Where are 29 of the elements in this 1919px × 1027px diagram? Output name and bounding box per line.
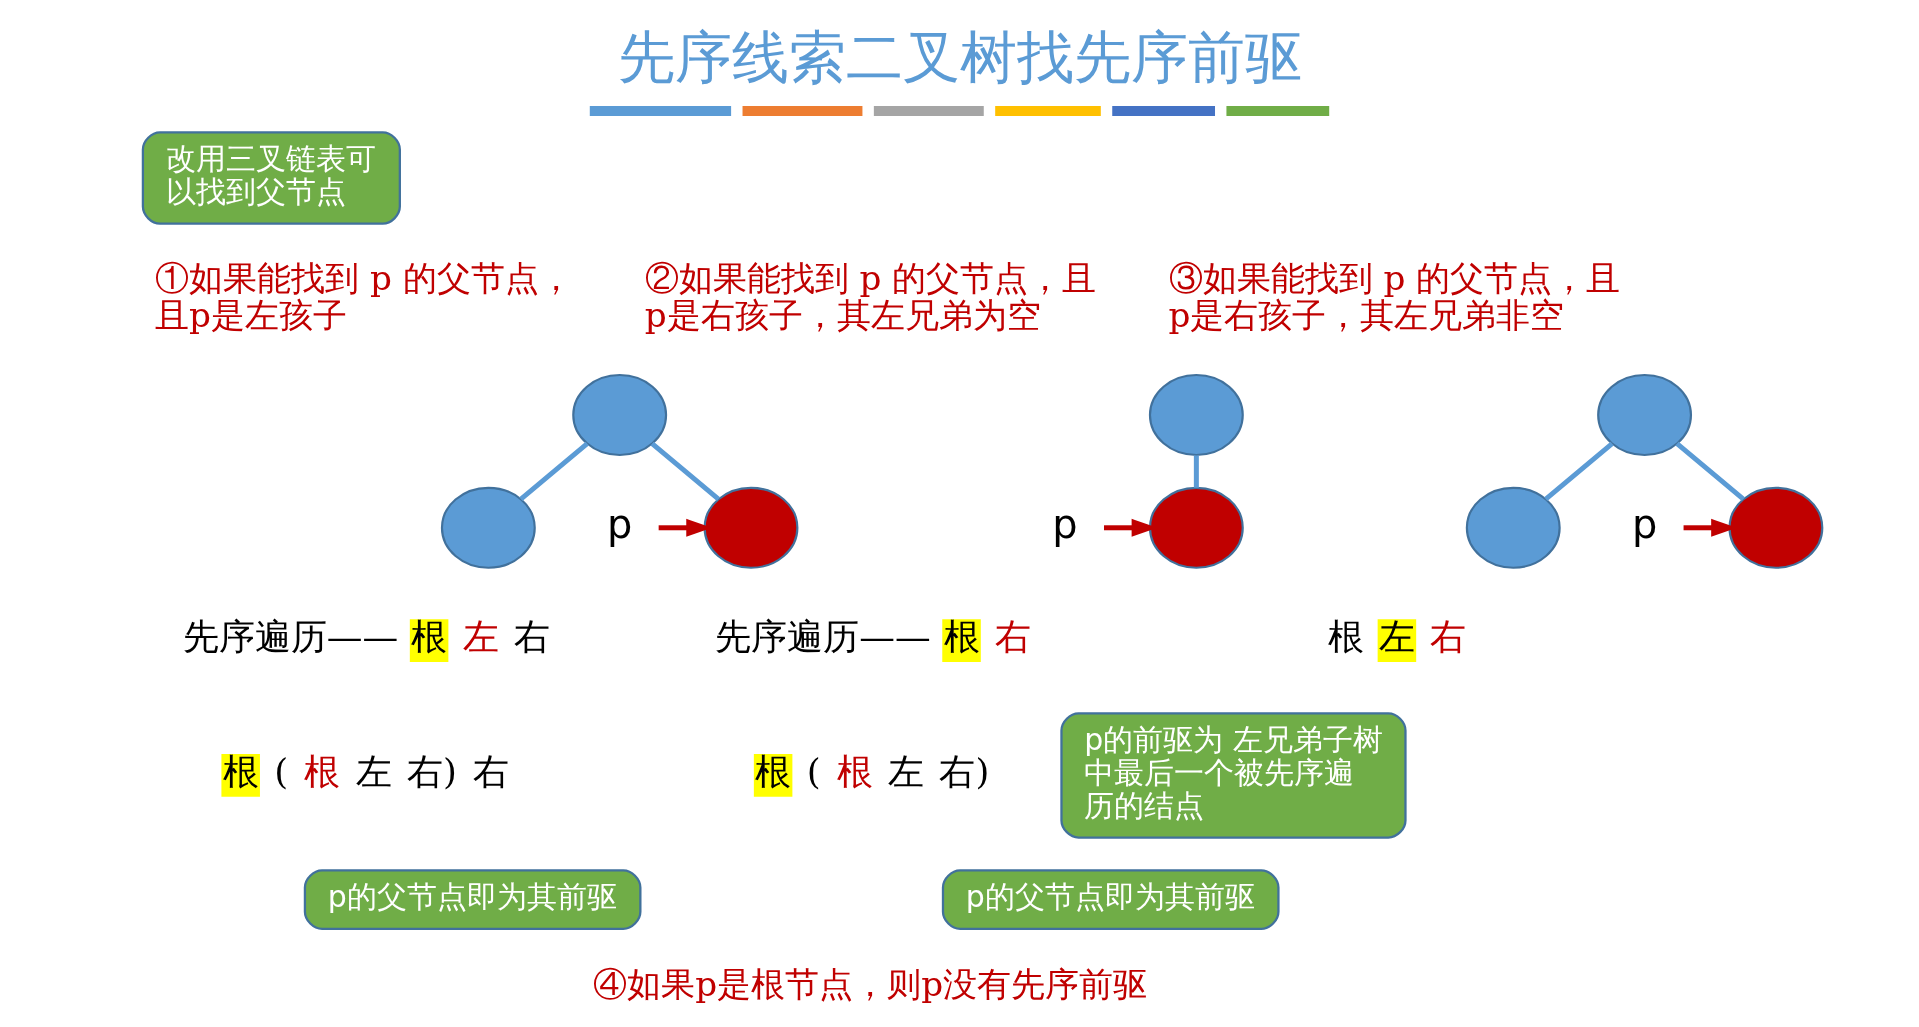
label: 根 bbox=[943, 616, 980, 658]
label: 右 bbox=[995, 616, 1032, 658]
label: 根 bbox=[836, 751, 873, 792]
label: 根 bbox=[222, 751, 259, 792]
node-text: p bbox=[1631, 500, 1658, 547]
label: ④如果p是根节点，则p没有先序前驱 bbox=[593, 964, 1148, 1005]
label: 根 bbox=[304, 751, 341, 792]
label: 根 bbox=[1327, 616, 1364, 658]
node-text: p bbox=[606, 500, 633, 547]
node-text: p bbox=[1052, 500, 1078, 547]
label: ③如果能找到 p 的父节点，且p是右孩子，其左兄弟非空 bbox=[1168, 257, 1621, 335]
label: 左 bbox=[462, 616, 499, 658]
label: 右 bbox=[1430, 616, 1467, 658]
label: 右 bbox=[514, 616, 551, 658]
label: 左 bbox=[888, 751, 925, 792]
label: 左 bbox=[1379, 616, 1416, 658]
label: ( bbox=[274, 751, 289, 792]
label: 先序遍历—— bbox=[715, 616, 931, 658]
label: 右 bbox=[472, 751, 509, 792]
label: 先序遍历—— bbox=[182, 616, 399, 658]
label: 右) bbox=[406, 751, 457, 792]
label: 左 bbox=[355, 751, 392, 792]
label: ( bbox=[806, 751, 821, 792]
diagram-title: 先序线索二叉树找先序前驱 bbox=[618, 24, 1303, 91]
label: ②如果能找到 p 的父节点，且p是右孩子，其左兄弟为空 bbox=[644, 257, 1097, 335]
label: 右) bbox=[939, 751, 990, 792]
label: ①如果能找到 p 的父节点，且p是左孩子 bbox=[155, 257, 573, 335]
label: 根 bbox=[411, 616, 448, 658]
label: 根 bbox=[755, 751, 792, 792]
